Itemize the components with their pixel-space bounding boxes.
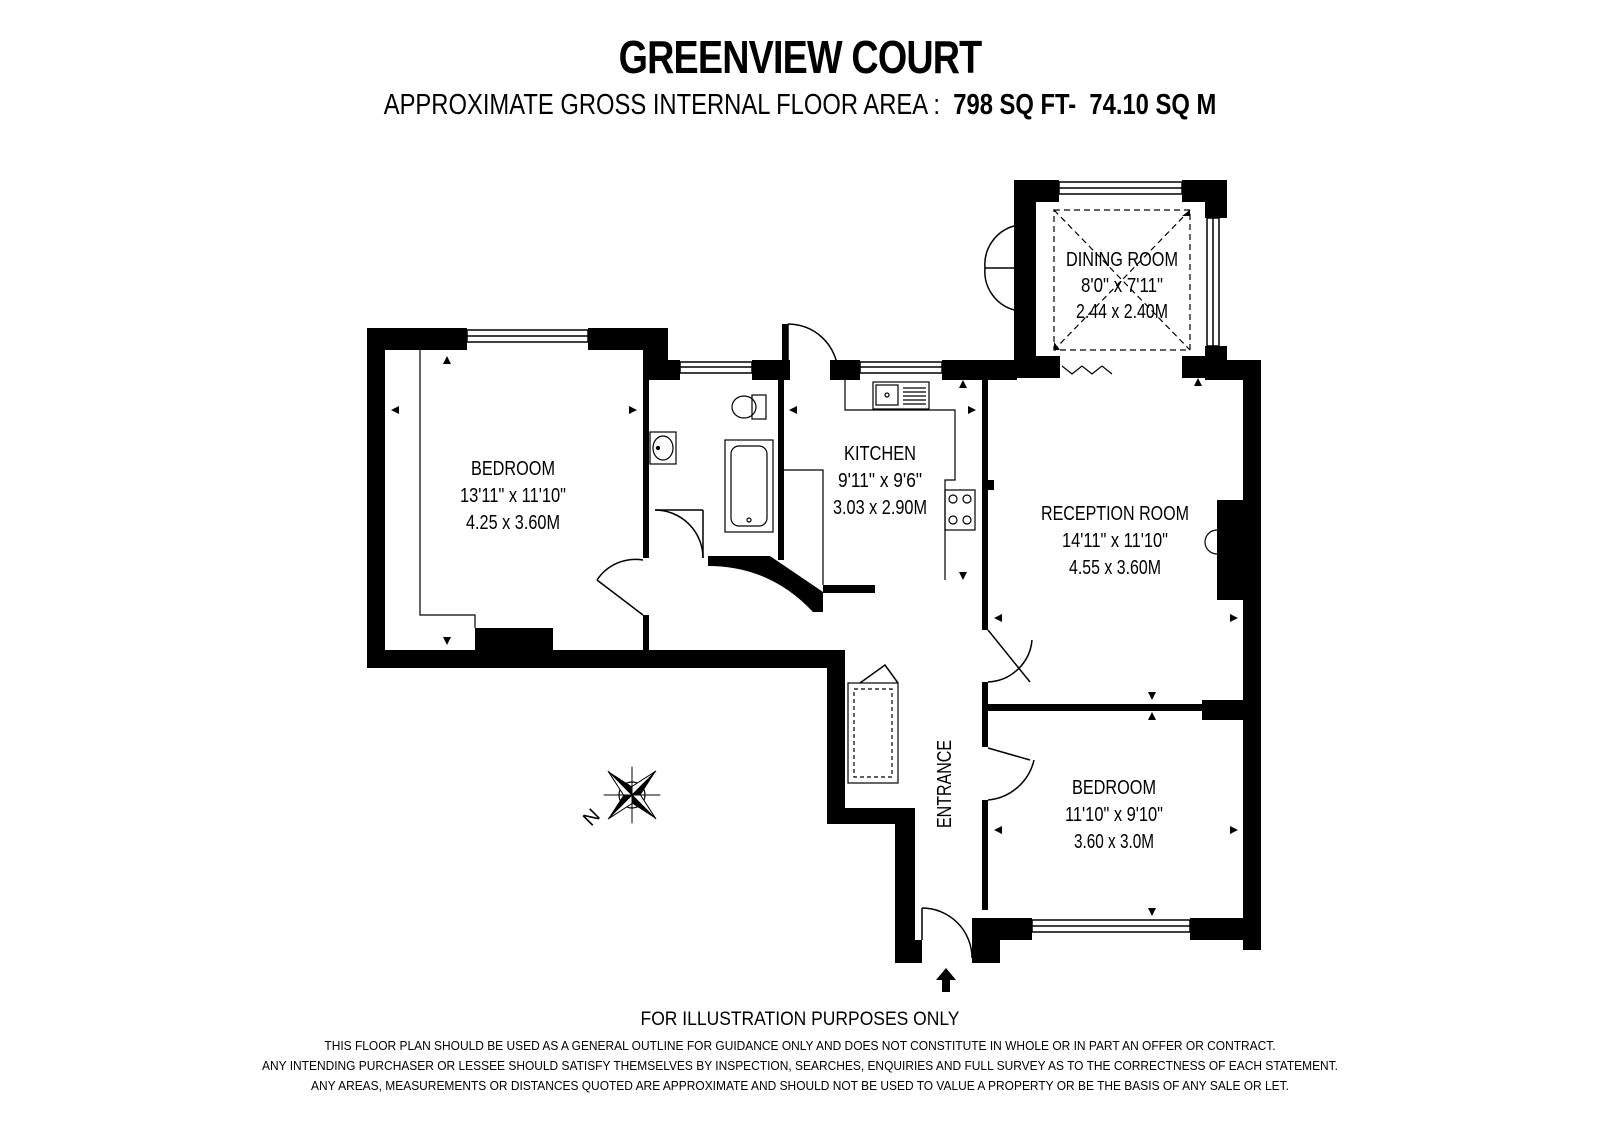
dining-room-name: DINING ROOM: [1066, 249, 1178, 271]
fittings: [419, 209, 1218, 784]
floor-area-line: APPROXIMATE GROSS INTERNAL FLOOR AREA : …: [144, 89, 1456, 122]
disclaimer-line-3: ANY AREAS, MEASUREMENTS OR DISTANCES QUO…: [311, 1078, 1289, 1093]
room-labels: DINING ROOM 8'0" x 7'11" 2.44 x 2.40M BE…: [460, 249, 1189, 853]
compass-north-label: N: [579, 805, 605, 831]
doors: [596, 225, 1035, 959]
bedroom-right-metric: 3.60 x 3.0M: [1074, 831, 1154, 853]
entrance-label: ENTRANCE: [934, 740, 956, 828]
floor-area-sqm: 74.10 SQ M: [1089, 89, 1217, 121]
reception-room-metric: 4.55 x 3.60M: [1069, 557, 1161, 579]
floor-area-sqft: 798 SQ FT-: [953, 89, 1077, 121]
kitchen-metric: 3.03 x 2.90M: [833, 497, 927, 519]
bedroom-left-metric: 4.25 x 3.60M: [466, 512, 560, 534]
illustration-notice: FOR ILLUSTRATION PURPOSES ONLY: [640, 1009, 960, 1030]
reception-room-name: RECEPTION ROOM: [1041, 503, 1189, 525]
bedroom-right-name: BEDROOM: [1072, 777, 1156, 799]
disclaimer-line-2: ANY INTENDING PURCHASER OR LESSEE SHOULD…: [262, 1058, 1338, 1073]
entry-arrow-icon: [936, 968, 956, 992]
disclaimer-line-1: THIS FLOOR PLAN SHOULD BE USED AS A GENE…: [324, 1038, 1276, 1053]
dining-room-imperial: 8'0" x 7'11": [1081, 275, 1163, 297]
floor-area-label: APPROXIMATE GROSS INTERNAL FLOOR AREA :: [383, 89, 941, 121]
page-title: GREENVIEW COURT: [618, 31, 983, 83]
bedroom-left-name: BEDROOM: [471, 458, 555, 480]
windows: [466, 181, 1220, 933]
compass-icon: [603, 766, 661, 824]
bedroom-left-imperial: 13'11" x 11'10": [460, 485, 566, 507]
kitchen-name: KITCHEN: [844, 443, 916, 465]
kitchen-imperial: 9'11" x 9'6": [838, 470, 922, 492]
reception-room-imperial: 14'11" x 11'10": [1062, 530, 1168, 552]
walls: [367, 180, 1261, 963]
dimension-arrows: [391, 210, 1238, 916]
dining-room-metric: 2.44 x 2.40M: [1076, 301, 1168, 323]
bedroom-right-imperial: 11'10" x 9'10": [1065, 804, 1163, 826]
